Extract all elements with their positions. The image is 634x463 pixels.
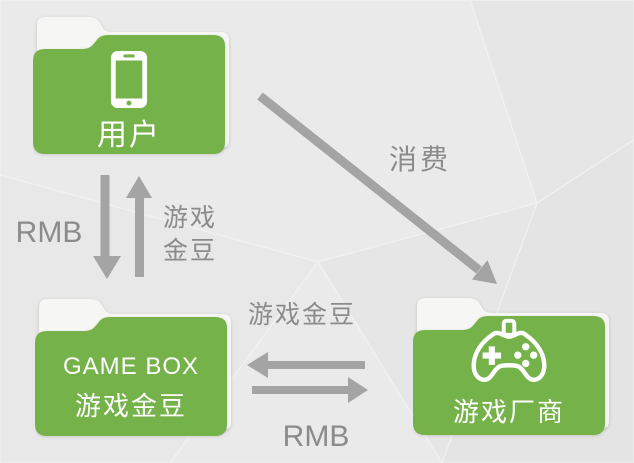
arrowhead-up (126, 176, 152, 198)
node-gamebox-content: GAME BOX 游戏金豆 (35, 297, 227, 438)
node-vendor: 游戏厂商 (413, 296, 613, 437)
folder-front (35, 317, 227, 436)
arrow-user-to-vendor (257, 92, 497, 284)
node-vendor-label: 游戏厂商 (452, 397, 565, 427)
arrowhead-right (348, 377, 368, 403)
node-user-label: 用户 (97, 119, 161, 152)
edge-label-consume: 消费 (388, 144, 452, 175)
node-gamebox-label-en: GAME BOX (62, 353, 200, 380)
folder-front (413, 316, 605, 435)
node-user: 用户 (33, 15, 233, 156)
gamepad-icon (471, 318, 547, 382)
edge-label-game-beans-line2: 金豆 (162, 237, 218, 265)
edge-label-game-beans-horizontal: 游戏金豆 (247, 301, 357, 329)
arrowhead-left (247, 352, 268, 378)
arrow-vendor-to-gamebox (247, 352, 365, 378)
arrowhead-down (93, 256, 121, 279)
edge-label-game-beans-vertical: 游戏 金豆 (163, 202, 217, 268)
folder-shape-gamebox (35, 299, 231, 436)
arrow-gamebox-to-vendor (252, 377, 368, 403)
arrow-user-to-gamebox (93, 175, 121, 279)
edge-label-rmb-bottom: RMB (282, 420, 350, 453)
smartphone-icon (110, 51, 148, 108)
arrowhead-diagonal (471, 260, 497, 284)
edge-label-game-beans-line1: 游戏 (162, 204, 218, 232)
edge-label-rmb-left: RMB (15, 216, 83, 249)
node-gamebox-label-zh: 游戏金豆 (74, 391, 187, 421)
node-gamebox: GAME BOX 游戏金豆 (35, 297, 235, 438)
node-vendor-content: 游戏厂商 (413, 296, 605, 437)
arrow-gamebox-to-user (126, 176, 152, 277)
node-user-content: 用户 (33, 15, 225, 156)
